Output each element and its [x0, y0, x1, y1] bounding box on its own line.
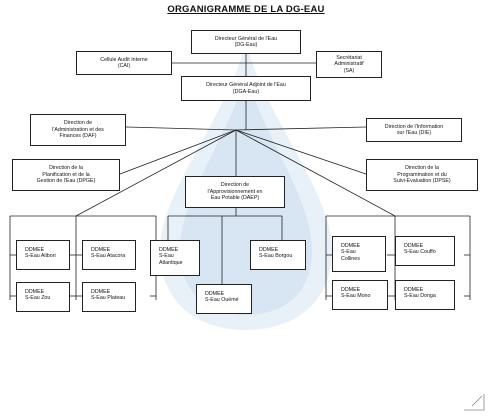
box-ddmee-plateau: DDMEE S-Eau Plateau — [82, 282, 136, 312]
box-ddmee-alibori: DDMEE S-Eau Alibori — [16, 240, 70, 270]
page-title: ORGANIGRAMME DE LA DG-EAU — [167, 4, 325, 15]
box-ddmee-zou: DDMEE S-Eau Zou — [16, 282, 70, 312]
box-dg: Directeur Général de l'Eau (DG-Eau) — [191, 30, 301, 54]
box-sa: Secrétariat Administratif (SA) — [316, 51, 382, 78]
box-ddmee-oueme: DDMEE S-Eau Ouémé — [196, 284, 252, 314]
box-ddmee-mono: DDMEE S-Eau Mono — [332, 280, 388, 310]
box-ddmee-atacora: DDMEE S-Eau Atacora — [82, 240, 136, 270]
box-cai: Cellule Audit Interne (CAI) — [76, 51, 172, 75]
box-dpse: Direction de la Programmation et du Suiv… — [366, 159, 478, 191]
box-daf: Direction de l'Administration et des Fin… — [30, 114, 126, 146]
box-ddmee-borgou: DDMEE S-Eau Borgou — [250, 240, 306, 270]
box-die: Direction de l'Information sur l'Eau (DI… — [366, 118, 462, 142]
box-ddmee-donga: DDMEE S-Eau Donga — [395, 280, 455, 310]
box-daep: Direction de l'Approvisionnement en Eau … — [185, 176, 285, 208]
box-ddmee-atlantique: DDMEE S-Eau Atlantique — [150, 240, 200, 276]
page-fold-icon — [464, 394, 485, 411]
box-dga: Directeur Général Adjoint de l'Eau (DGA-… — [181, 76, 311, 101]
box-ddmee-couffo: DDMEE S-Eau Couffo — [395, 236, 455, 266]
box-ddmee-collines: DDMEE S-Eau Collines — [332, 236, 386, 272]
box-dpge: Direction de la Planification et de la G… — [12, 159, 120, 191]
